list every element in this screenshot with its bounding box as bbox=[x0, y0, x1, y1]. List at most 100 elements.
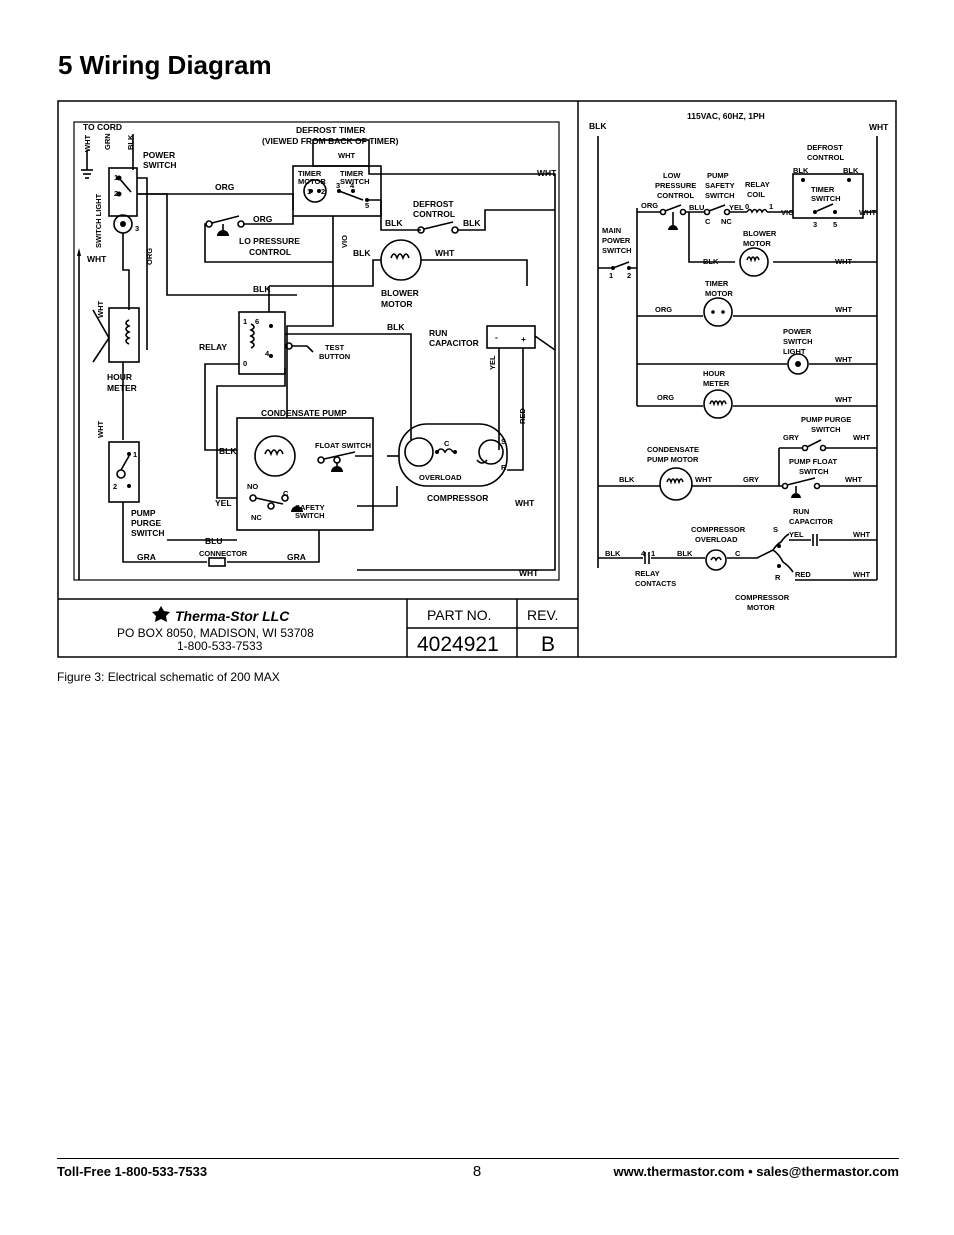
to-cord-label: TO CORD bbox=[83, 122, 122, 132]
power-switch-pin-2: 2 bbox=[114, 189, 118, 198]
run-cap-plus: + bbox=[521, 334, 526, 344]
ladder-blk-blower: BLK bbox=[703, 257, 719, 266]
timer-motor-label-2: MOTOR bbox=[298, 177, 326, 186]
defrost-control-blk-label-2: BLK bbox=[463, 218, 481, 228]
switch-light-wht-label: WHT bbox=[87, 254, 107, 264]
power-switch-label-2: SWITCH bbox=[143, 160, 177, 170]
ladder-gry-pump: GRY bbox=[743, 475, 759, 484]
condensate-pump bbox=[236, 417, 374, 531]
main-power-pin-2: 2 bbox=[627, 271, 631, 280]
ladder-wht-red: WHT bbox=[853, 570, 870, 579]
main-power-label-2: POWER bbox=[602, 236, 631, 245]
gra-label-right: GRA bbox=[287, 552, 306, 562]
lo-pressure-control bbox=[204, 215, 333, 263]
relay-coil-label-1: RELAY bbox=[745, 180, 770, 189]
ladder-relay-pin-4: 4 bbox=[641, 549, 646, 558]
ladder-org-hour: ORG bbox=[657, 393, 674, 402]
ladder-defrost-control bbox=[792, 173, 877, 219]
pump-safety-label-1: PUMP bbox=[707, 171, 729, 180]
ladder-relay-pin-1: 1 bbox=[651, 549, 655, 558]
schematic-svg: TO CORD WHT GRN BLK 1 2 POWER SWITCH SWI… bbox=[57, 100, 897, 658]
company-logo: Therma-Stor LLC bbox=[152, 606, 290, 624]
timer-pin-1: 1 bbox=[307, 187, 311, 196]
compressor-s-label: S bbox=[501, 437, 506, 446]
relay-label: RELAY bbox=[199, 342, 227, 352]
condensate-blk-label: BLK bbox=[219, 446, 237, 456]
wire-org-label: ORG bbox=[215, 182, 235, 192]
wht-arrow bbox=[77, 248, 81, 256]
switch-light bbox=[113, 214, 133, 234]
connector-symbol bbox=[208, 557, 226, 567]
pump-purge-wht-label: WHT bbox=[96, 421, 105, 438]
ladder-hour-meter-label-2: METER bbox=[703, 379, 730, 388]
pump-no-label: NO bbox=[247, 482, 258, 491]
low-pressure-label-1: LOW bbox=[663, 171, 681, 180]
defrost-control bbox=[367, 199, 555, 234]
wiring-schematic-figure: TO CORD WHT GRN BLK 1 2 POWER SWITCH SWI… bbox=[57, 100, 897, 658]
ladder-defrost-blk-1: BLK bbox=[793, 166, 809, 175]
ladder-c-comp: C bbox=[735, 549, 741, 558]
ladder-defrost-label-1: DEFROST bbox=[807, 143, 843, 152]
ladder-timer-motor bbox=[703, 297, 733, 327]
ladder-wht-psl: WHT bbox=[835, 355, 852, 364]
ladder-timer-switch-label-1: TIMER bbox=[811, 185, 835, 194]
relay-coil-label-2: COIL bbox=[747, 190, 765, 199]
low-pressure-label-2: PRESSURE bbox=[655, 181, 696, 190]
ladder-wht-purge: WHT bbox=[853, 433, 870, 442]
ladder-yel-1: YEL bbox=[729, 203, 744, 212]
footer-phone: Toll-Free 1-800-533-7533 bbox=[57, 1164, 208, 1179]
relay-blk-label: BLK bbox=[253, 284, 271, 294]
ladder-overload-label-2: OVERLOAD bbox=[695, 535, 738, 544]
run-capacitor-label-2: CAPACITOR bbox=[429, 338, 479, 348]
timer-pin-2: 2 bbox=[321, 187, 325, 196]
wire-blk-to-compressor bbox=[285, 333, 412, 440]
ladder-timer-motor-label-1: TIMER bbox=[705, 279, 729, 288]
ladder-diagram: 115VAC, 60HZ, 1PH BLK WHT MAIN POWER SWI… bbox=[589, 111, 889, 612]
pump-purge-label-3: SWITCH bbox=[131, 528, 165, 538]
test-button-label-2: BUTTON bbox=[319, 352, 350, 361]
hour-meter-wht-label: WHT bbox=[96, 301, 105, 318]
ladder-wht-1: WHT bbox=[859, 208, 876, 217]
rev-label: REV. bbox=[527, 607, 558, 623]
ladder-timer-motor-label-2: MOTOR bbox=[705, 289, 733, 298]
run-capacitor-label-1: RUN bbox=[429, 328, 447, 338]
ladder-wht-hour: WHT bbox=[835, 395, 852, 404]
ladder-blk-top: BLK bbox=[589, 121, 607, 131]
lo-pressure-org-label: ORG bbox=[253, 214, 273, 224]
defrost-control-label-1: DEFROST bbox=[413, 199, 454, 209]
ladder-blower-label-1: BLOWER bbox=[743, 229, 777, 238]
ladder-run-cap-label-1: RUN bbox=[793, 507, 809, 516]
ladder-blower-motor bbox=[739, 247, 769, 277]
ladder-relay-coil bbox=[746, 208, 768, 214]
relay-blk-label-2: BLK bbox=[387, 322, 405, 332]
vio-wire-label: VIO bbox=[340, 235, 349, 248]
company-phone: 1-800-533-7533 bbox=[177, 639, 263, 653]
pump-safety-label-2: SAFETY bbox=[705, 181, 735, 190]
ladder-blk-relay: BLK bbox=[605, 549, 621, 558]
wht-bottom-label: WHT bbox=[519, 568, 539, 578]
timer-pin-4: 4 bbox=[350, 181, 355, 190]
pump-purge-label-2: PURGE bbox=[131, 518, 162, 528]
blower-motor bbox=[269, 239, 528, 287]
gra-label-left: GRA bbox=[137, 552, 156, 562]
wire-wht-bus bbox=[357, 166, 556, 571]
pump-c-label: C bbox=[283, 489, 289, 498]
ground-symbol bbox=[81, 150, 93, 179]
switch-light-pin-3: 3 bbox=[135, 224, 139, 233]
run-cap-yel-label: YEL bbox=[488, 355, 497, 370]
pump-purge-switch bbox=[108, 441, 140, 503]
relay-pin-4: 4 bbox=[265, 349, 270, 358]
blower-motor-label-1: BLOWER bbox=[381, 288, 419, 298]
timer-switch-label-2: SWITCH bbox=[340, 177, 370, 186]
ladder-wht-pump: WHT bbox=[695, 475, 712, 484]
test-button-label-1: TEST bbox=[325, 343, 345, 352]
timer-motor-label-1: TIMER bbox=[298, 169, 322, 178]
cord-grn-label: GRN bbox=[103, 133, 112, 150]
ladder-org-timer: ORG bbox=[655, 305, 672, 314]
ladder-pin-3: 3 bbox=[813, 220, 817, 229]
footer-contact: www.thermastor.com • sales@thermastor.co… bbox=[613, 1164, 899, 1179]
ladder-run-capacitor bbox=[812, 534, 818, 546]
defrost-timer-label-2: (VIEWED FROM BACK OF TIMER) bbox=[262, 136, 399, 146]
ladder-pump-safety-switch bbox=[703, 204, 731, 216]
ladder-c-1: C bbox=[705, 217, 711, 226]
